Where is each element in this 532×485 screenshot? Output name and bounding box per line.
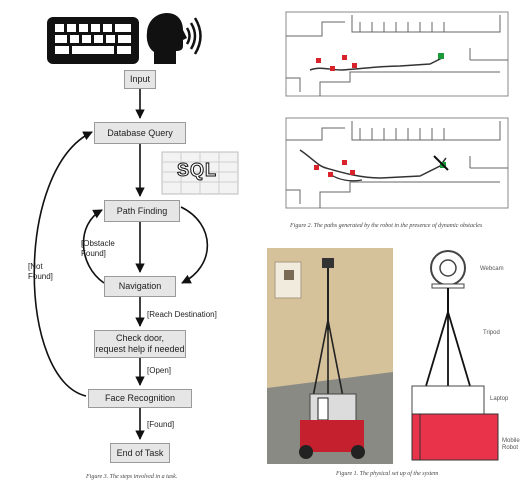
robot-photo: [267, 248, 393, 464]
arrow-path-nav-loop: [180, 206, 208, 284]
label-obstacle-found: [Obstacle Found]: [81, 239, 115, 258]
map-bottom-markers: [314, 155, 449, 177]
arrow-obstacle-loop: [82, 209, 105, 284]
caption-maps: Figure 2. The paths generated by the rob…: [290, 223, 483, 229]
caption-robot: Figure 1. The physical set up of the sys…: [336, 471, 439, 477]
node-check-door: Check door, request help if needed: [94, 330, 186, 358]
label-tripod: Tripod: [483, 330, 500, 336]
label-mobile-robot: Mobile Robot: [502, 438, 520, 451]
photo-robot-base: [300, 420, 364, 452]
photo-webcam: [322, 258, 334, 268]
flow-arrows: [33, 89, 208, 440]
map-top-markers: [316, 53, 444, 71]
node-end-of-task: End of Task: [110, 443, 170, 463]
label-found: [Found]: [147, 420, 175, 429]
floor-map-top: [285, 11, 509, 97]
speaking-head-icon: [146, 13, 202, 64]
schematic-base: [411, 413, 499, 461]
floor-map-bottom: [285, 117, 509, 209]
label-webcam: Webcam: [480, 266, 504, 272]
label-laptop: Laptop: [490, 396, 509, 402]
node-navigation: Navigation: [104, 276, 176, 297]
keyboard-icon: [47, 17, 139, 64]
robot-schematic: [411, 250, 499, 461]
sql-table-icon: [161, 151, 239, 195]
sql-label: SQL: [176, 160, 218, 181]
label-not-found: [Not Found]: [28, 262, 53, 281]
label-reach-destination: [Reach Destination]: [147, 310, 217, 319]
photo-laptop: [309, 393, 357, 425]
label-open: [Open]: [147, 366, 172, 375]
schematic-laptop: [411, 385, 485, 415]
node-face-recognition: Face Recognition: [88, 389, 192, 408]
arrow-not-found-loop: [33, 131, 93, 397]
node-database-query: Database Query: [94, 122, 186, 144]
caption-flowchart: Figure 3. The steps involved in a task.: [86, 474, 178, 480]
node-path-finding: Path Finding: [104, 200, 180, 222]
node-input: Input: [124, 70, 156, 89]
